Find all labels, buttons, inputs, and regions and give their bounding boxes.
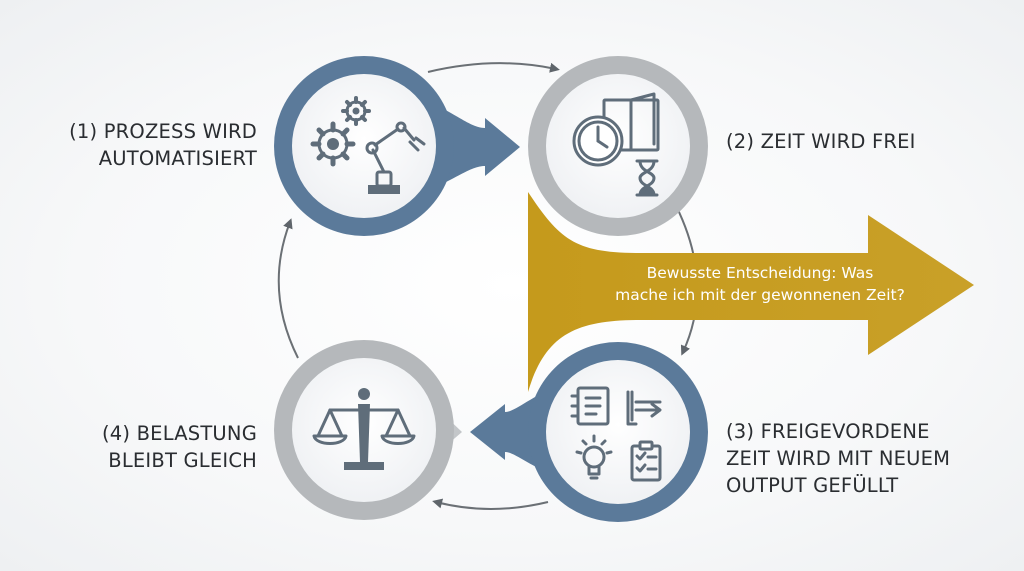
step-1-label-line-2: AUTOMATISIERT: [98, 147, 257, 170]
gears-robot-arm-icon: [310, 96, 426, 194]
clock-window-hourglass-icon: [572, 92, 660, 197]
connector-arrows: [277, 62, 699, 510]
step-2-label-line-1: (2) ZEIT WIRD FREI: [726, 130, 916, 153]
connector-3-to-4: [432, 498, 549, 510]
step-4-label: (4) BELASTUNG BLEIBT GLEICH: [102, 420, 257, 474]
step-2-label: (2) ZEIT WIRD FREI: [726, 128, 916, 155]
notebook-lightbulb-checklist-icon: [570, 386, 662, 482]
step-1-label-line-1: (1) PROZESS WIRD: [69, 120, 257, 143]
decision-text-line-2: mache ich mit der gewonnenen Zeit?: [615, 286, 905, 304]
step-1-label: (1) PROZESS WIRD AUTOMATISIERT: [69, 118, 257, 172]
step-3-label-line-2: ZEIT WIRD MIT NEUEM: [726, 447, 951, 470]
step-3-node: [470, 342, 708, 522]
step-3-label-line-1: (3) FREIGEVORDENE: [726, 420, 930, 443]
decision-text-line-1: Bewusste Entscheidung: Was: [646, 264, 874, 282]
step-4-label-line-1: (4) BELASTUNG: [101, 422, 257, 445]
step-4-label-line-2: BLEIBT GLEICH: [108, 449, 257, 472]
decision-text: Bewusste Entscheidung: Was mache ich mit…: [590, 262, 930, 306]
step-1-node: [274, 56, 520, 236]
step-3-label: (3) FREIGEVORDENE ZEIT WIRD MIT NEUEM OU…: [726, 418, 950, 499]
connector-1-to-2: [427, 62, 560, 73]
step-3-label-line-3: OUTPUT GEFÜLLT: [726, 474, 899, 497]
step-4-node: [274, 340, 462, 520]
decision-arrow: [528, 192, 974, 392]
balance-scale-icon: [312, 388, 416, 470]
connector-4-to-1: [277, 218, 299, 359]
